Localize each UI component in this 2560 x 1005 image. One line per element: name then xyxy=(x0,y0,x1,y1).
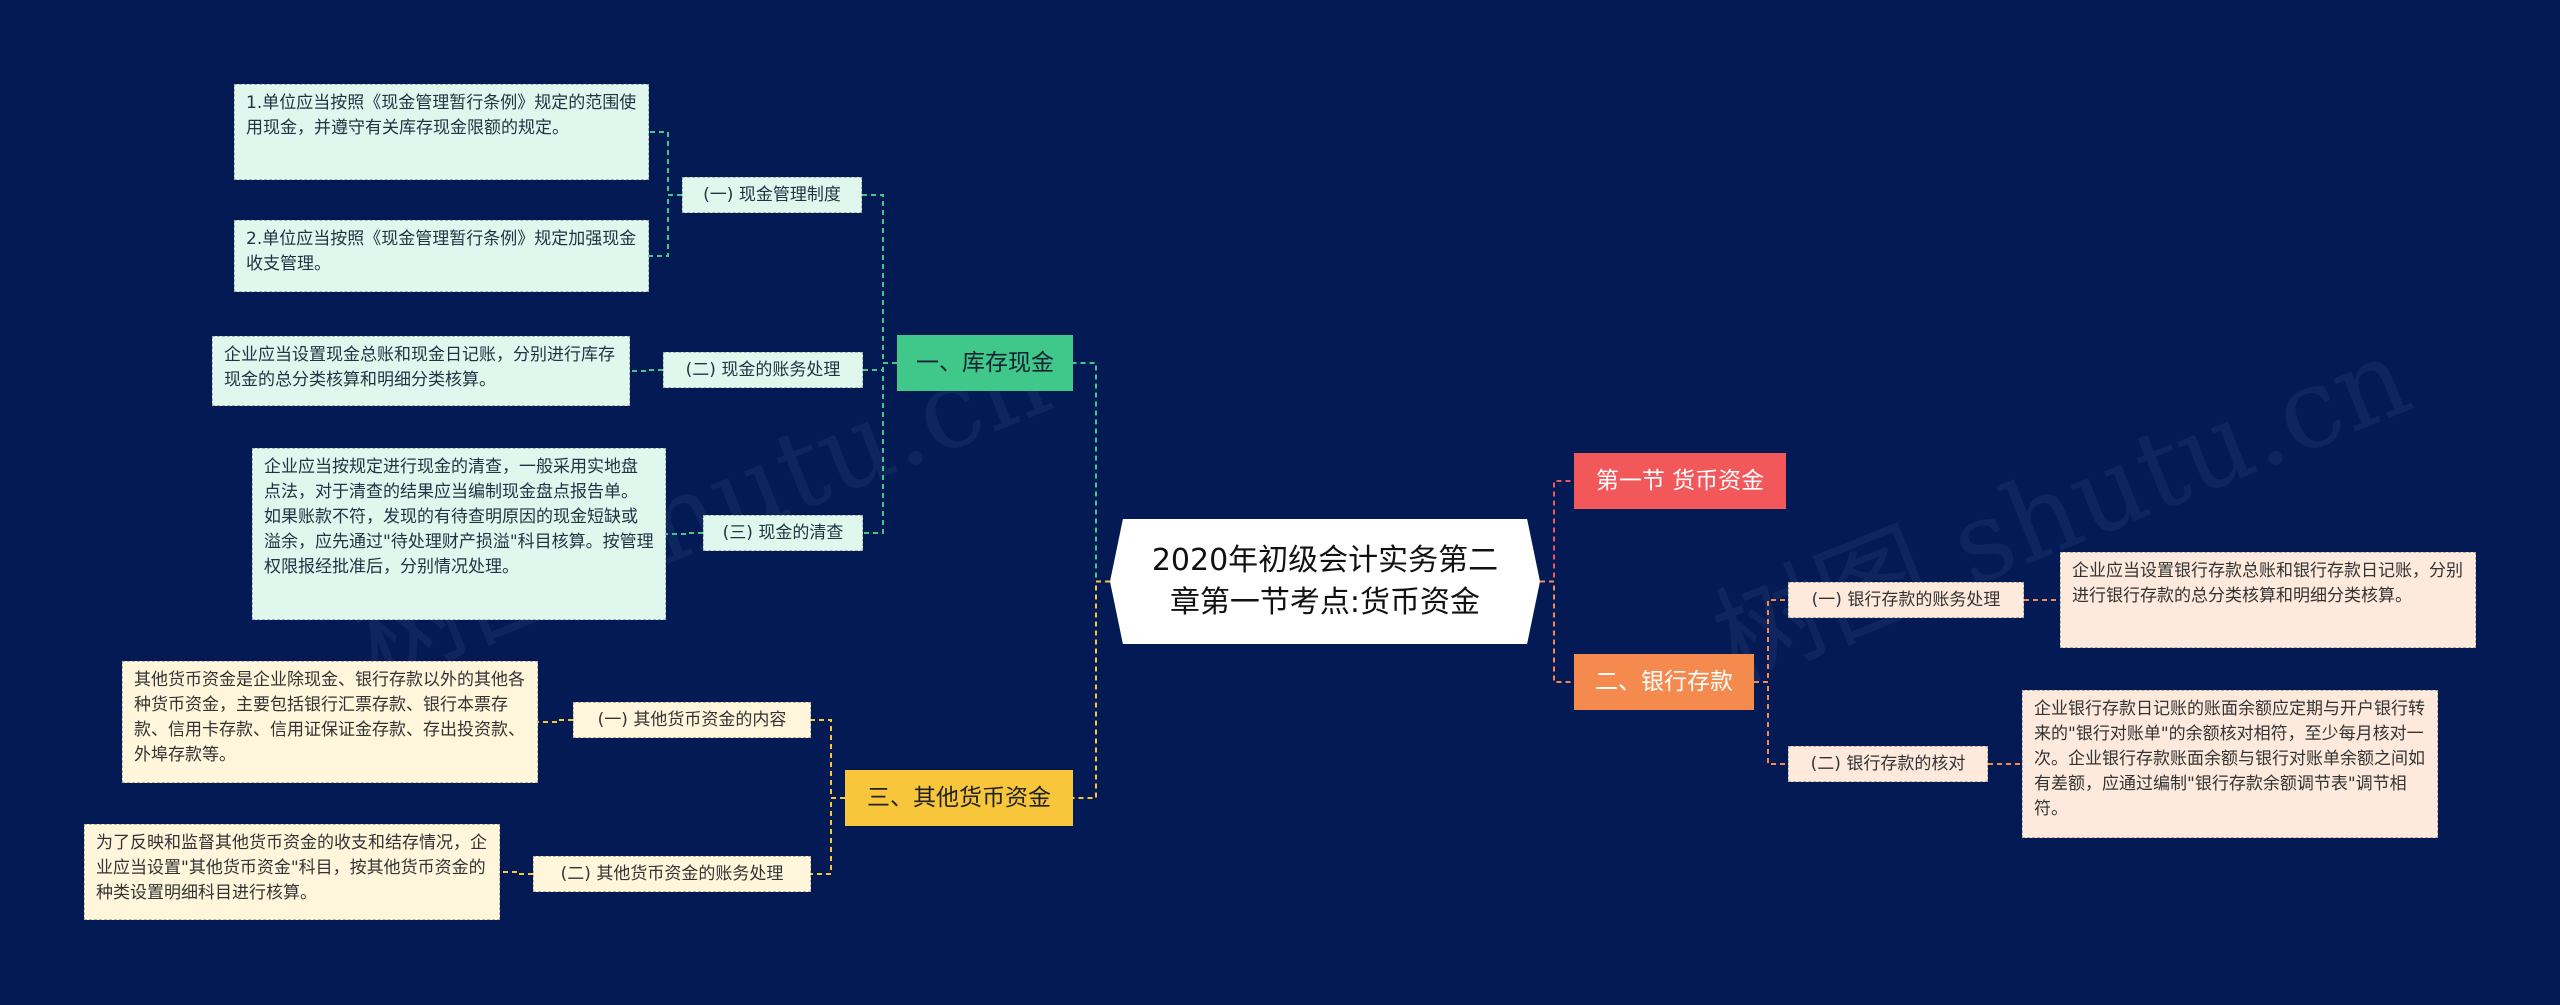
branch-bank-deposit[interactable]: 二、银行存款 xyxy=(1574,654,1754,710)
connector-line xyxy=(1540,580,1574,683)
leaf-other-funds-accounting: 为了反映和监督其他货币资金的收支和结存情况，企业应当设置"其他货币资金"科目，按… xyxy=(84,824,500,920)
connector-line xyxy=(649,131,682,196)
central-topic[interactable]: 2020年初级会计实务第二章第一节考点:货币资金 xyxy=(1110,519,1540,644)
subtopic-bank-reconciliation[interactable]: (二) 银行存款的核对 xyxy=(1788,746,1988,782)
leaf-cash-management-2: 2.单位应当按照《现金管理暂行条例》规定加强现金收支管理。 xyxy=(234,220,649,292)
connector-line xyxy=(1754,599,1788,683)
connector-line xyxy=(863,362,897,534)
subtopic-bank-accounting[interactable]: (一) 银行存款的账务处理 xyxy=(1788,582,2024,618)
connector-line xyxy=(1073,362,1110,583)
branch-section-title[interactable]: 第一节 货币资金 xyxy=(1574,453,1786,509)
leaf-bank-accounting: 企业应当设置银行存款总账和银行存款日记账，分别进行银行存款的总分类核算和明细分类… xyxy=(2060,552,2476,648)
leaf-cash-management-1: 1.单位应当按照《现金管理暂行条例》规定的范围使用现金，并遵守有关库存现金限额的… xyxy=(234,84,649,180)
branch-cash[interactable]: 一、库存现金 xyxy=(897,335,1073,391)
connector-line xyxy=(538,719,573,723)
leaf-cash-count: 企业应当按规定进行现金的清查，一般采用实地盘点法，对于清查的结果应当编制现金盘点… xyxy=(252,448,666,620)
connector-line xyxy=(811,719,845,799)
subtopic-cash-accounting[interactable]: (二) 现金的账务处理 xyxy=(663,352,863,388)
connector-line xyxy=(1754,681,1788,765)
connector-line xyxy=(500,871,533,875)
connector-line xyxy=(811,797,845,875)
subtopic-cash-count[interactable]: (三) 现金的清查 xyxy=(703,515,863,551)
leaf-cash-accounting: 企业应当设置现金总账和现金日记账，分别进行库存现金的总分类核算和明细分类核算。 xyxy=(212,336,630,406)
connector-line xyxy=(666,532,703,535)
connector-line xyxy=(863,362,897,371)
connector-line xyxy=(1073,580,1110,799)
subtopic-cash-management[interactable]: (一) 现金管理制度 xyxy=(682,177,862,213)
connector-line xyxy=(630,369,663,372)
connector-line xyxy=(1540,480,1574,583)
subtopic-other-funds-content[interactable]: (一) 其他货币资金的内容 xyxy=(573,702,811,738)
leaf-bank-reconciliation: 企业银行存款日记账的账面余额应定期与开户银行转来的"银行对账单"的余额核对相符，… xyxy=(2022,690,2438,838)
connector-line xyxy=(862,194,897,364)
connector-line xyxy=(649,194,682,257)
leaf-other-funds-content: 其他货币资金是企业除现金、银行存款以外的其他各种货币资金，主要包括银行汇票存款、… xyxy=(122,661,538,783)
subtopic-other-funds-accounting[interactable]: (二) 其他货币资金的账务处理 xyxy=(533,856,811,892)
branch-other-funds[interactable]: 三、其他货币资金 xyxy=(845,770,1073,826)
